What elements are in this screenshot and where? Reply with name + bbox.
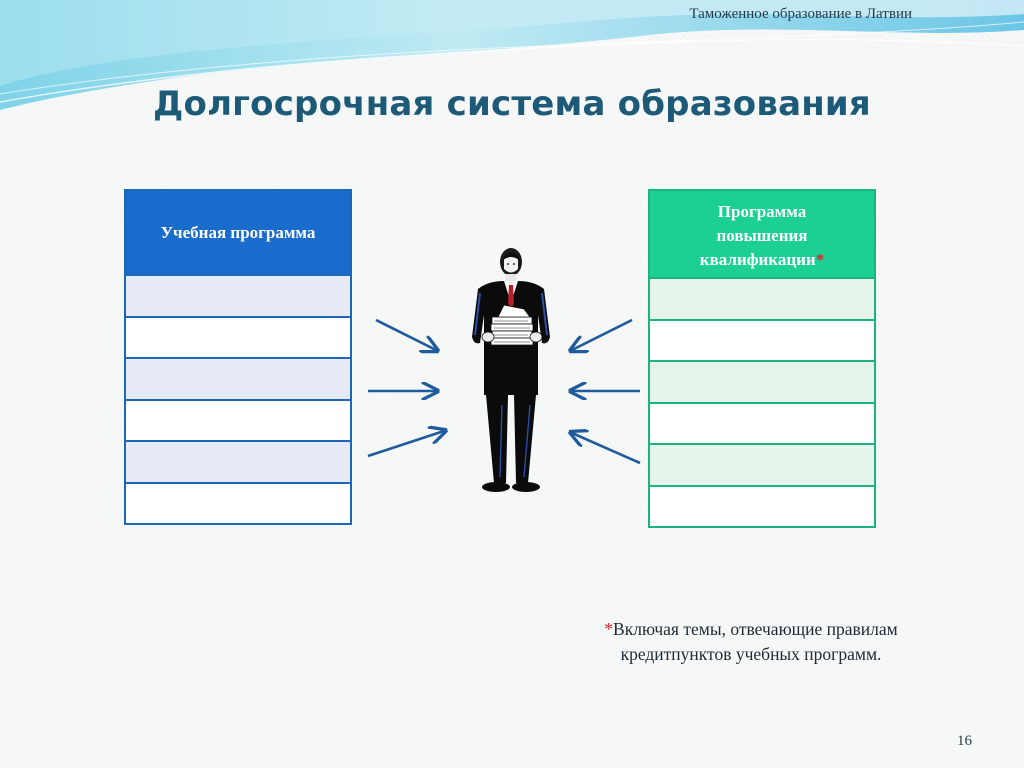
- wave-decoration: [0, 0, 1024, 110]
- curriculum-table: Учебная программа: [124, 189, 352, 525]
- businessman-holding-papers-icon: [472, 248, 550, 492]
- qualification-table-row: [650, 401, 874, 443]
- footnote-line: кредитпунктов учебных программ.: [620, 644, 882, 664]
- asterisk-mark: *: [815, 250, 825, 269]
- page-number: 16: [957, 733, 972, 749]
- qualification-table-row: [650, 484, 874, 526]
- qualification-table-row: [650, 277, 874, 319]
- footnote: *Включая темы, отвечающие правилам креди…: [566, 617, 936, 667]
- curriculum-table-row: [126, 357, 350, 399]
- curriculum-table-row: [126, 315, 350, 357]
- footnote-line: Включая темы, отвечающие правилам: [613, 619, 898, 639]
- arrow-icon: [572, 318, 633, 350]
- qualification-table-header: Программа повышения квалификации*: [650, 191, 874, 277]
- curriculum-table-row: [126, 274, 350, 316]
- qualification-header-line: квалификации: [699, 250, 816, 269]
- header-text: Таможенное образование в Латвии: [689, 6, 912, 22]
- qualification-header-line: повышения: [716, 226, 808, 245]
- page-title: Долгосрочная система образования: [153, 84, 871, 124]
- arrow-icon: [572, 433, 641, 465]
- curriculum-table-header: Учебная программа: [126, 191, 350, 274]
- qualification-table: Программа повышения квалификации*: [648, 189, 876, 528]
- qualification-table-row: [650, 318, 874, 360]
- curriculum-table-row: [126, 440, 350, 482]
- arrows-group: [367, 318, 641, 465]
- qualification-table-row: [650, 443, 874, 485]
- asterisk-mark: *: [604, 619, 614, 639]
- qualification-table-row: [650, 360, 874, 402]
- qualification-header-line: Программа: [717, 202, 807, 221]
- curriculum-table-row: [126, 481, 350, 523]
- arrow-icon: [367, 431, 444, 458]
- arrow-icon: [375, 318, 436, 350]
- curriculum-table-row: [126, 398, 350, 440]
